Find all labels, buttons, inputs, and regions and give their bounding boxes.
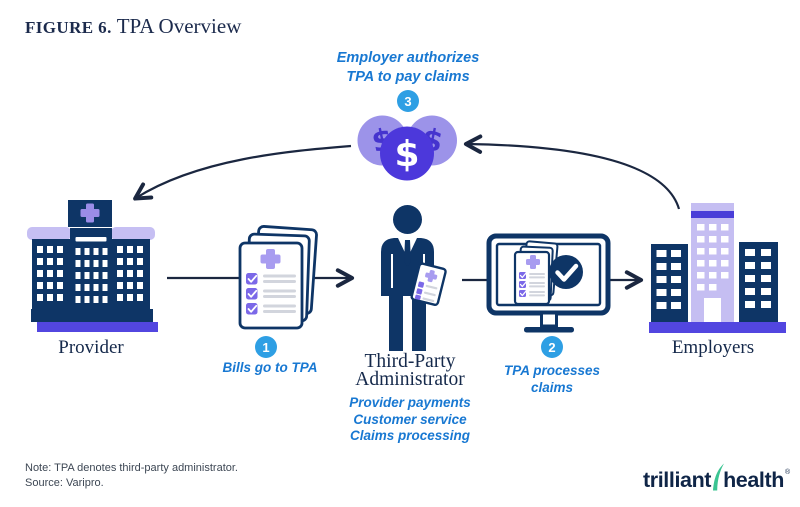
tpa-label: Third-Party Administrator	[325, 351, 495, 390]
provider-label: Provider	[58, 337, 124, 358]
step-badge-2-number: 2	[548, 339, 556, 355]
note-text: Note: TPA denotes third-party administra…	[25, 462, 238, 474]
claims-monitor-icon	[486, 233, 611, 333]
hospital-cross-icon	[80, 203, 100, 223]
tpa-service-item: Claims processing	[349, 428, 471, 443]
step-badge-2: 2	[541, 336, 563, 358]
tpa-label-line2: Administrator	[355, 368, 465, 390]
bill-cross-icon	[260, 249, 281, 269]
employers-buildings-icon	[649, 203, 786, 333]
claims-caption-line2: claims	[530, 380, 574, 395]
curved-arrow-employers-to-tpa	[463, 134, 681, 210]
provider-windows	[37, 246, 143, 303]
logo-text-trilliant: trilliant	[643, 467, 712, 492]
step-badge-1: 1	[255, 336, 277, 358]
top-annotation-line1: Employer authorizes	[336, 50, 480, 66]
bills-caption: Bills go to TPA	[222, 360, 318, 375]
tpa-service-item: Provider payments	[349, 395, 471, 410]
screen-doc-checklist	[519, 272, 545, 297]
figure-label: FIGURE 6.	[25, 18, 112, 37]
provider-building-icon	[27, 200, 158, 332]
logo-text-health: health	[723, 467, 784, 492]
curved-arrow-tpa-to-provider	[133, 144, 352, 201]
bills-stack-icon	[238, 225, 318, 330]
trilliant-health-logo: trilliant health ®	[643, 463, 790, 494]
bill-checklist	[246, 273, 296, 315]
footer-notes: Note: TPA denotes third-party administra…	[25, 461, 238, 490]
logo-leaf-icon	[713, 463, 725, 491]
dollar-sign: $	[394, 134, 419, 175]
step-badge-3: 3	[397, 90, 419, 112]
top-annotation: Employer authorizes TPA to pay claims	[300, 49, 516, 87]
claims-caption: TPA processes claims	[487, 362, 617, 396]
top-annotation-line2: TPA to pay claims	[346, 69, 470, 85]
page-title: TPA Overview	[116, 14, 242, 38]
step-badge-3-number: 3	[404, 93, 412, 109]
employers-windows	[697, 224, 729, 291]
employers-label: Employers	[671, 337, 755, 358]
source-text: Source: Varipro.	[25, 476, 104, 489]
tpa-label-line1: Third-Party	[364, 351, 456, 372]
step-badge-1-number: 1	[262, 339, 270, 355]
tpa-person-icon	[381, 205, 447, 351]
tpa-service-item: Customer service	[353, 411, 467, 427]
tpa-services-list: Provider payments Customer service Claim…	[320, 395, 500, 445]
checkmark-circle-icon	[549, 255, 583, 289]
screen-doc-cross-icon	[526, 255, 540, 269]
figure-header: FIGURE 6.TPA Overview	[25, 14, 241, 39]
employers-side-windows	[656, 249, 771, 309]
claims-caption-line1: TPA processes	[503, 363, 601, 378]
logo-registered-mark: ®	[785, 468, 790, 476]
hand-document-icon	[410, 262, 447, 306]
money-coins-icon: $ $ $	[357, 115, 457, 181]
